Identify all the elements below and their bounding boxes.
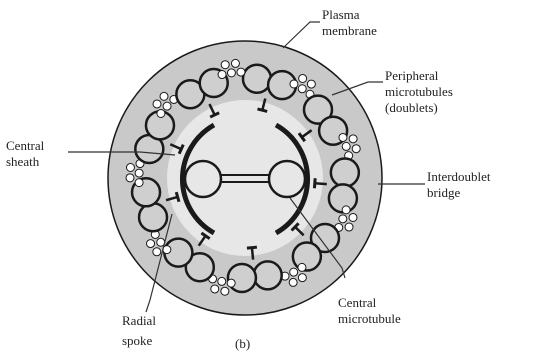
central-microtubule-right [269, 161, 305, 197]
svg-text:microtubule: microtubule [338, 311, 401, 326]
svg-text:(doublets): (doublets) [385, 100, 438, 115]
label-plasma-membrane: Plasma membrane [322, 7, 377, 38]
dynein-arm-1-1 [290, 80, 298, 88]
dynein-arm-7-3 [135, 169, 143, 177]
b-tubule-5 [228, 264, 256, 292]
label-central-sheath: Central sheath [6, 138, 45, 169]
dynein-arm-7-2 [126, 174, 134, 182]
a-tubule-1 [243, 65, 271, 93]
a-tubule-7 [139, 203, 167, 231]
dynein-arm-5-4 [211, 285, 219, 293]
leader-plasma-membrane [283, 22, 320, 48]
panel-label: (b) [235, 336, 250, 351]
label-peripheral-microtubules: Peripheral microtubules (doublets) [385, 68, 453, 115]
spoke-head-5 [247, 247, 257, 248]
dynein-arm-9-2 [221, 61, 229, 69]
svg-text:Plasma: Plasma [322, 7, 360, 22]
svg-text:bridge: bridge [427, 185, 460, 200]
dynein-arm-8-2 [153, 100, 161, 108]
dynein-arm-9-1 [218, 71, 226, 79]
dynein-arm-7-1 [135, 179, 143, 187]
spoke-head-3 [314, 178, 315, 188]
dynein-arm-2-4 [352, 145, 360, 153]
dynein-arm-9-4 [231, 59, 239, 67]
a-tubule-3 [331, 159, 359, 187]
svg-text:sheath: sheath [6, 154, 40, 169]
dynein-arm-2-3 [342, 142, 350, 150]
dynein-arm-1-3 [298, 85, 306, 93]
radial-spoke-3 [315, 183, 327, 184]
svg-text:Central: Central [338, 295, 377, 310]
central-microtubule-left [185, 161, 221, 197]
dynein-arm-3-3 [339, 215, 347, 223]
dynein-arm-5-1 [227, 279, 235, 287]
svg-text:Central: Central [6, 138, 45, 153]
label-interdoublet-bridge: Interdoublet bridge [427, 169, 491, 200]
dynein-arm-8-4 [160, 92, 168, 100]
dynein-arm-8-3 [163, 102, 171, 110]
dynein-arm-3-2 [349, 213, 357, 221]
dynein-arm-5-2 [221, 287, 229, 295]
svg-text:membrane: membrane [322, 23, 377, 38]
dynein-arm-8-1 [157, 109, 165, 117]
dynein-arm-4-2 [298, 274, 306, 282]
dynein-arm-6-4 [147, 240, 155, 248]
svg-text:Peripheral: Peripheral [385, 68, 439, 83]
svg-text:Interdoublet: Interdoublet [427, 169, 491, 184]
dynein-arm-4-1 [298, 263, 306, 271]
dynein-arm-5-3 [218, 277, 226, 285]
dynein-arm-4-3 [290, 268, 298, 276]
dynein-arm-7-4 [126, 164, 134, 172]
a-tubule-5 [254, 261, 282, 289]
b-tubule-4 [293, 243, 321, 271]
dynein-arm-1-2 [299, 74, 307, 82]
svg-text:spoke: spoke [122, 333, 153, 348]
dynein-arm-1-4 [307, 80, 315, 88]
label-central-microtubule: Central microtubule [338, 295, 401, 326]
dynein-arm-9-5 [237, 68, 245, 76]
svg-text:Radial: Radial [122, 313, 156, 328]
dynein-arm-3-1 [342, 206, 350, 214]
dynein-arm-3-4 [345, 223, 353, 231]
dynein-arm-9-3 [227, 69, 235, 77]
dynein-arm-4-4 [289, 278, 297, 286]
dynein-arm-2-2 [349, 135, 357, 143]
radial-spoke-5 [252, 248, 253, 260]
svg-text:microtubules: microtubules [385, 84, 453, 99]
label-radial-spoke: Radial spoke [122, 313, 156, 348]
dynein-arm-2-1 [339, 133, 347, 141]
dynein-arm-6-2 [153, 248, 161, 256]
